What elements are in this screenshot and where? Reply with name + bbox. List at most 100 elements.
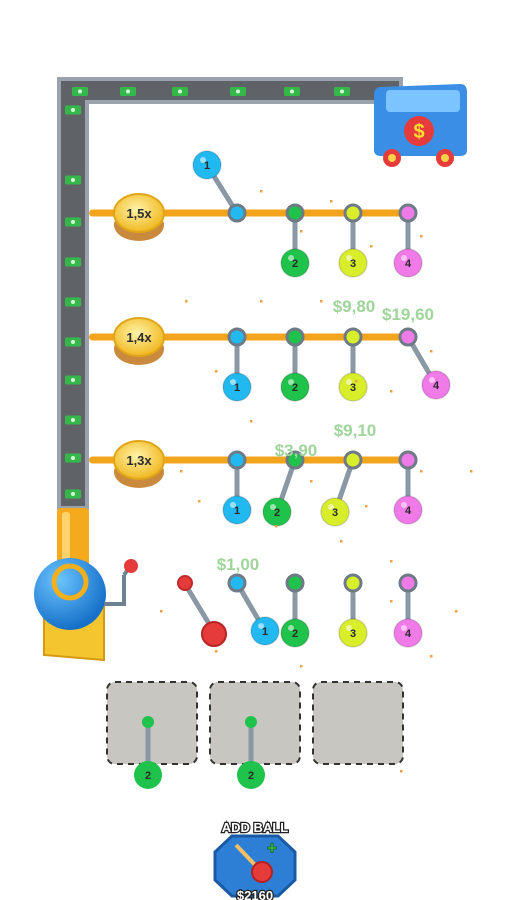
truck-window [386,90,460,112]
money-popup: $9,80 [333,297,376,316]
peg-head [227,573,247,593]
money-bill-icon [65,337,81,347]
ball[interactable] [222,372,252,402]
ball-number: 2 [292,258,298,270]
ball-peg[interactable]: 4 [393,573,423,648]
add-ball-button[interactable]: ADD BALL + $2160 [213,819,297,900]
multiplier-bank[interactable]: 1,3x [113,440,165,488]
ball-peg[interactable]: 1 [222,450,252,525]
ball-shine [401,502,407,508]
peg-row: 1,5x 1 2 3 4 [89,150,423,278]
ball-launcher[interactable] [34,558,138,662]
ball-peg[interactable]: 3 [320,450,363,527]
ball[interactable] [393,618,423,648]
ball-peg[interactable]: 2 [262,450,305,527]
storage-slot[interactable] [312,681,404,765]
peg-head [285,450,305,470]
ball-shine [401,625,407,631]
ball-peg[interactable]: 2 [280,327,310,402]
ball-shine [258,623,264,629]
confetti-bit [355,380,358,383]
confetti-bit [185,300,188,303]
ball-peg[interactable]: 4 [398,327,451,400]
ball-shine [230,502,236,508]
storage-slot[interactable]: 2 [106,681,198,789]
confetti-bit [390,390,393,393]
ball-number: 3 [350,258,356,270]
money-bill-icon [284,87,300,96]
ball[interactable] [320,497,350,527]
ball-peg[interactable]: 1 [192,150,247,223]
rod [89,456,409,464]
lever-knob[interactable] [124,559,138,573]
money-bill-icon [65,489,81,499]
truck-label: $ [413,121,424,143]
confetti-bit [180,470,183,473]
ball-peg[interactable]: 4 [393,450,423,525]
ball-shine [346,625,352,631]
confetti-bit [310,480,313,483]
slot-box[interactable] [312,681,404,765]
ball-shine [288,255,294,261]
ball-shine [288,379,294,385]
peg-head [285,203,305,223]
ball[interactable] [338,372,368,402]
confetti-bit [430,350,433,353]
ball-peg[interactable]: 2 [280,573,310,648]
money-popups: $9,80 $19,60 $9,10 $3,90 $1,00 [217,297,434,574]
ball[interactable] [280,618,310,648]
multiplier-bank[interactable]: 1,5x [113,193,165,241]
ball-peg[interactable]: 1 [227,573,280,646]
confetti-bit [260,190,263,193]
multiplier-bank[interactable]: 1,4x [113,317,165,365]
ball[interactable] [237,761,265,789]
launcher-ring [51,563,89,601]
ball-shine [200,157,206,163]
confetti-bit [400,770,403,773]
ball-number: 2 [145,770,151,782]
ball[interactable] [192,150,222,180]
ball[interactable] [338,618,368,648]
ball-peg[interactable]: 4 [393,203,423,278]
ball-peg[interactable]: 3 [338,203,368,278]
ball-shine [288,625,294,631]
ball[interactable] [280,248,310,278]
ball-shine [401,255,407,261]
ball[interactable] [134,761,162,789]
ball-peg[interactable]: 3 [338,327,368,402]
ball-number: 3 [350,628,356,640]
confetti-bit [160,610,163,613]
ball[interactable] [250,616,280,646]
peg-head [398,203,418,223]
plus-icon: + [267,838,278,858]
ball-icon [251,861,273,883]
track-frame [57,77,403,510]
ball-peg[interactable]: 1 [222,327,252,402]
ball[interactable] [338,248,368,278]
money-bill-icon [230,87,246,96]
peg-head [398,573,418,593]
ball[interactable] [222,495,252,525]
ball-peg[interactable]: 3 [338,573,368,648]
multiplier-label: 1,5x [126,206,152,221]
confetti-bit [198,500,201,503]
ball[interactable] [393,248,423,278]
confetti-bit [365,505,368,508]
ball[interactable] [421,370,451,400]
ball[interactable] [280,372,310,402]
ball-peg[interactable]: 2 [280,203,310,278]
ball-number: 4 [405,505,412,517]
ball[interactable] [393,495,423,525]
confetti-bit [300,665,303,668]
multiplier-label: 1,3x [126,453,152,468]
peg-head [177,575,193,591]
peg-head [142,716,154,728]
ball-number: 2 [248,770,254,782]
confetti-bit [260,300,263,303]
storage-slot[interactable]: 2 [209,681,301,789]
ball-number: 3 [332,507,338,519]
conveyor-track [57,77,404,510]
peg-head [245,716,257,728]
money-bill-icon [172,87,188,96]
